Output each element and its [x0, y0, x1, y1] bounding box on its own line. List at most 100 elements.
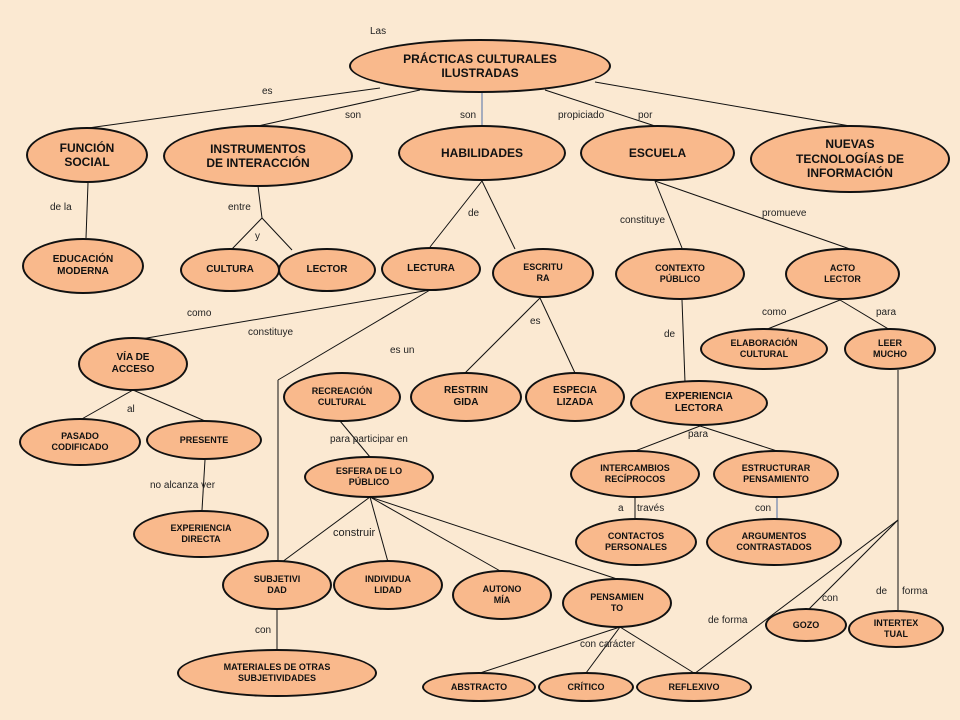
node-acto-lector[interactable]: ACTO LECTOR	[785, 248, 900, 300]
node-reflexivo[interactable]: REFLEXIVO	[636, 672, 752, 702]
label-para-1: para	[876, 307, 897, 318]
node-intertextual[interactable]: INTERTEX TUAL	[848, 610, 944, 648]
connector-line	[654, 180, 683, 249]
node-elaboracion-cultural[interactable]: ELABORACIÓN CULTURAL	[700, 328, 828, 370]
node-lectura[interactable]: LECTURA	[381, 247, 481, 291]
connector-line	[87, 87, 381, 129]
label-propiciado: propiciado	[558, 110, 605, 121]
node-lector[interactable]: LECTOR	[278, 248, 376, 292]
label-como-2: como	[762, 307, 787, 318]
label-de-forma-1: de forma	[708, 615, 748, 626]
node-estructurar-pensamiento[interactable]: ESTRUCTURAR PENSAMIENTO	[713, 450, 839, 498]
node-materiales-otras-subjetividades[interactable]: MATERIALES DE OTRAS SUBJETIVIDADES	[177, 649, 377, 697]
connector-line	[201, 459, 206, 511]
label-con-3: con	[822, 593, 839, 604]
label-son-2: son	[460, 110, 477, 121]
node-contactos-personales[interactable]: CONTACTOS PERSONALES	[575, 518, 697, 566]
connector-line	[634, 425, 701, 452]
node-leer-mucho[interactable]: LEER MUCHO	[844, 328, 936, 370]
connector-line	[464, 297, 541, 374]
node-nuevas-tecnologias[interactable]: NUEVAS TECNOLOGÍAS DE INFORMACIÓN	[750, 125, 950, 193]
node-critico[interactable]: CRÍTICO	[538, 672, 634, 702]
connector-line	[257, 89, 421, 127]
connector-line	[807, 519, 899, 611]
label-traves: través	[637, 503, 665, 514]
node-especializada[interactable]: ESPECIA LIZADA	[525, 372, 625, 422]
node-subjetividad[interactable]: SUBJETIVI DAD	[222, 560, 332, 610]
node-presente[interactable]: PRESENTE	[146, 420, 262, 460]
connector-line	[429, 180, 483, 248]
label-es: es	[262, 86, 273, 97]
label-entre: entre	[228, 202, 251, 213]
label-es-2: es	[530, 316, 541, 327]
label-es-un: es un	[390, 345, 415, 356]
connector-line	[544, 89, 656, 127]
label-de-3: de	[876, 586, 888, 597]
connector-line	[839, 299, 891, 331]
connector-line	[339, 420, 371, 458]
connector-line	[539, 297, 576, 374]
label-son-1: son	[345, 110, 362, 121]
label-forma: forma	[902, 586, 928, 597]
node-contexto-publico[interactable]: CONTEXTO PÚBLICO	[615, 248, 745, 300]
node-funcion-social[interactable]: FUNCIÓN SOCIAL	[26, 127, 148, 183]
connector-line	[594, 81, 851, 127]
connector-line	[277, 496, 371, 566]
label-las: Las	[370, 26, 387, 37]
label-a: a	[618, 503, 624, 514]
connector-line	[369, 496, 389, 563]
label-como-1: como	[187, 308, 212, 319]
connector-line	[585, 626, 621, 674]
connector-line	[699, 425, 778, 452]
node-intercambios-reciprocos[interactable]: INTERCAMBIOS RECÍPROCOS	[570, 450, 700, 498]
node-argumentos-contrastados[interactable]: ARGUMENTOS CONTRASTADOS	[706, 518, 842, 566]
label-construir: construir	[333, 527, 376, 539]
label-con-caracter: con carácter	[580, 639, 636, 650]
label-al: al	[127, 404, 135, 415]
connector-line	[654, 180, 851, 250]
node-pasado-codificado[interactable]: PASADO CODIFICADO	[19, 418, 141, 466]
node-experiencia-directa[interactable]: EXPERIENCIA DIRECTA	[133, 510, 269, 558]
node-esfera-publico[interactable]: ESFERA DE LO PÚBLICO	[304, 456, 434, 498]
label-constituye-2: constituye	[248, 327, 294, 338]
node-habilidades[interactable]: HABILIDADES	[398, 125, 566, 181]
node-educacion-moderna[interactable]: EDUCACIÓN MODERNA	[22, 238, 144, 294]
connector-line	[479, 626, 621, 674]
connector-line	[85, 182, 89, 239]
node-individualidad[interactable]: INDIVIDUA LIDAD	[333, 560, 443, 610]
label-promueve: promueve	[762, 208, 807, 219]
connector-line	[257, 185, 263, 219]
connector-line	[693, 519, 899, 675]
connector-line	[231, 217, 263, 250]
connector-line	[369, 496, 503, 573]
connector-line	[764, 299, 841, 331]
node-practicas-culturales[interactable]: PRÁCTICAS CULTURALES ILUSTRADAS	[349, 39, 611, 93]
connector-line	[277, 289, 431, 381]
node-via-de-acceso[interactable]: VÍA DE ACCESO	[78, 337, 188, 391]
node-instrumentos[interactable]: INSTRUMENTOS DE INTERACCIÓN	[163, 125, 353, 187]
node-cultura[interactable]: CULTURA	[180, 248, 280, 292]
node-escritura[interactable]: ESCRITU RA	[492, 248, 594, 298]
connector-line	[79, 389, 134, 421]
connector-line	[134, 289, 431, 341]
label-no-alcanza-ver: no alcanza ver	[150, 480, 216, 491]
connector-line	[681, 299, 686, 383]
node-abstracto[interactable]: ABSTRACTO	[422, 672, 536, 702]
label-de-2: de	[664, 329, 676, 340]
connector-line	[481, 180, 516, 250]
node-escuela[interactable]: ESCUELA	[580, 125, 735, 181]
label-y: y	[255, 231, 260, 242]
label-constituye-1: constituye	[620, 215, 666, 226]
node-pensamiento[interactable]: PENSAMIEN TO	[562, 578, 672, 628]
node-gozo[interactable]: GOZO	[765, 608, 847, 642]
label-por: por	[638, 110, 653, 121]
label-con-2: con	[255, 625, 272, 636]
label-para-participar-en: para participar en	[330, 434, 408, 445]
node-restringida[interactable]: RESTRIN GIDA	[410, 372, 522, 422]
label-con-1: con	[755, 503, 772, 514]
node-experiencia-lectora[interactable]: EXPERIENCIA LECTORA	[630, 380, 768, 426]
node-recreacion-cultural[interactable]: RECREACIÓN CULTURAL	[283, 372, 401, 422]
node-autonomia[interactable]: AUTONO MÍA	[452, 570, 552, 620]
